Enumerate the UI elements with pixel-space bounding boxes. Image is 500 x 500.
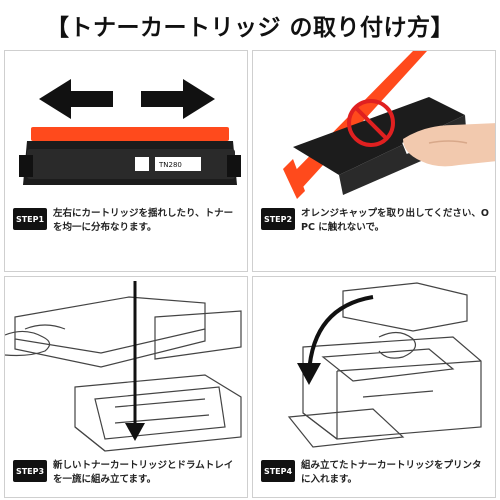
step4-text: 組み立てたトナーカートリッジをプリンタに入れます。 xyxy=(301,460,482,485)
step4-row: STEP4 組み立てたトナーカートリッジをプリンタに入れます。 xyxy=(261,459,489,487)
hand-line-drawing xyxy=(5,330,51,357)
step-panel-2: STEP2 オレンジキャップを取り出してください、OPC に触れないで。 xyxy=(252,50,496,272)
curved-arrow-icon xyxy=(297,295,374,385)
step1-badge: STEP1 xyxy=(13,208,47,230)
step3-badge: STEP3 xyxy=(13,460,47,482)
step3-row: STEP3 新しいトナーカートリッジとドラムトレイを一旒に組み立てます。 xyxy=(13,459,241,487)
hand-image xyxy=(403,123,495,167)
down-arrow-icon xyxy=(125,281,145,441)
step4-badge: STEP4 xyxy=(261,460,295,482)
cartridge-model-label: TN280 xyxy=(158,161,182,169)
toner-cartridge-image: TN280 xyxy=(19,127,241,185)
step3-text: 新しいトナーカートリッジとドラムトレイを一旒に組み立てます。 xyxy=(53,460,234,485)
step2-illustration xyxy=(253,51,495,203)
left-right-arrows-icon xyxy=(39,79,215,119)
no-touch-icon xyxy=(347,99,395,147)
page-title: 【トナーカートリッジ の取り付け方】 xyxy=(45,15,454,41)
step-panel-3: STEP3 新しいトナーカートリッジとドラムトレイを一旒に組み立てます。 xyxy=(4,276,248,498)
step1-row: STEP1 左右にカートリッジを揺れしたり、トナーを均一に分布なります。 xyxy=(13,207,241,235)
step2-text: オレンジキャップを取り出してください、OPC に触れないで。 xyxy=(301,208,490,233)
cartridge-line-drawing xyxy=(14,296,242,368)
drum-tray-line-drawing xyxy=(74,374,242,452)
hand-line-drawing xyxy=(378,331,416,359)
title-bar: 【トナーカートリッジ の取り付け方】 xyxy=(0,0,500,50)
step2-row: STEP2 オレンジキャップを取り出してください、OPC に触れないで。 xyxy=(261,207,489,235)
printer-line-drawing xyxy=(287,282,482,448)
step1-illustration: TN280 xyxy=(5,51,247,203)
step1-text: 左右にカートリッジを揺れしたり、トナーを均一に分布なります。 xyxy=(53,208,234,233)
step-panel-1: TN280 STEP1 左右にカートリッジを揺れしたり、トナーを均一に分布なりま… xyxy=(4,50,248,272)
step4-illustration xyxy=(253,277,495,455)
step2-badge: STEP2 xyxy=(261,208,295,230)
step-panel-4: STEP4 組み立てたトナーカートリッジをプリンタに入れます。 xyxy=(252,276,496,498)
step3-illustration xyxy=(5,277,247,455)
